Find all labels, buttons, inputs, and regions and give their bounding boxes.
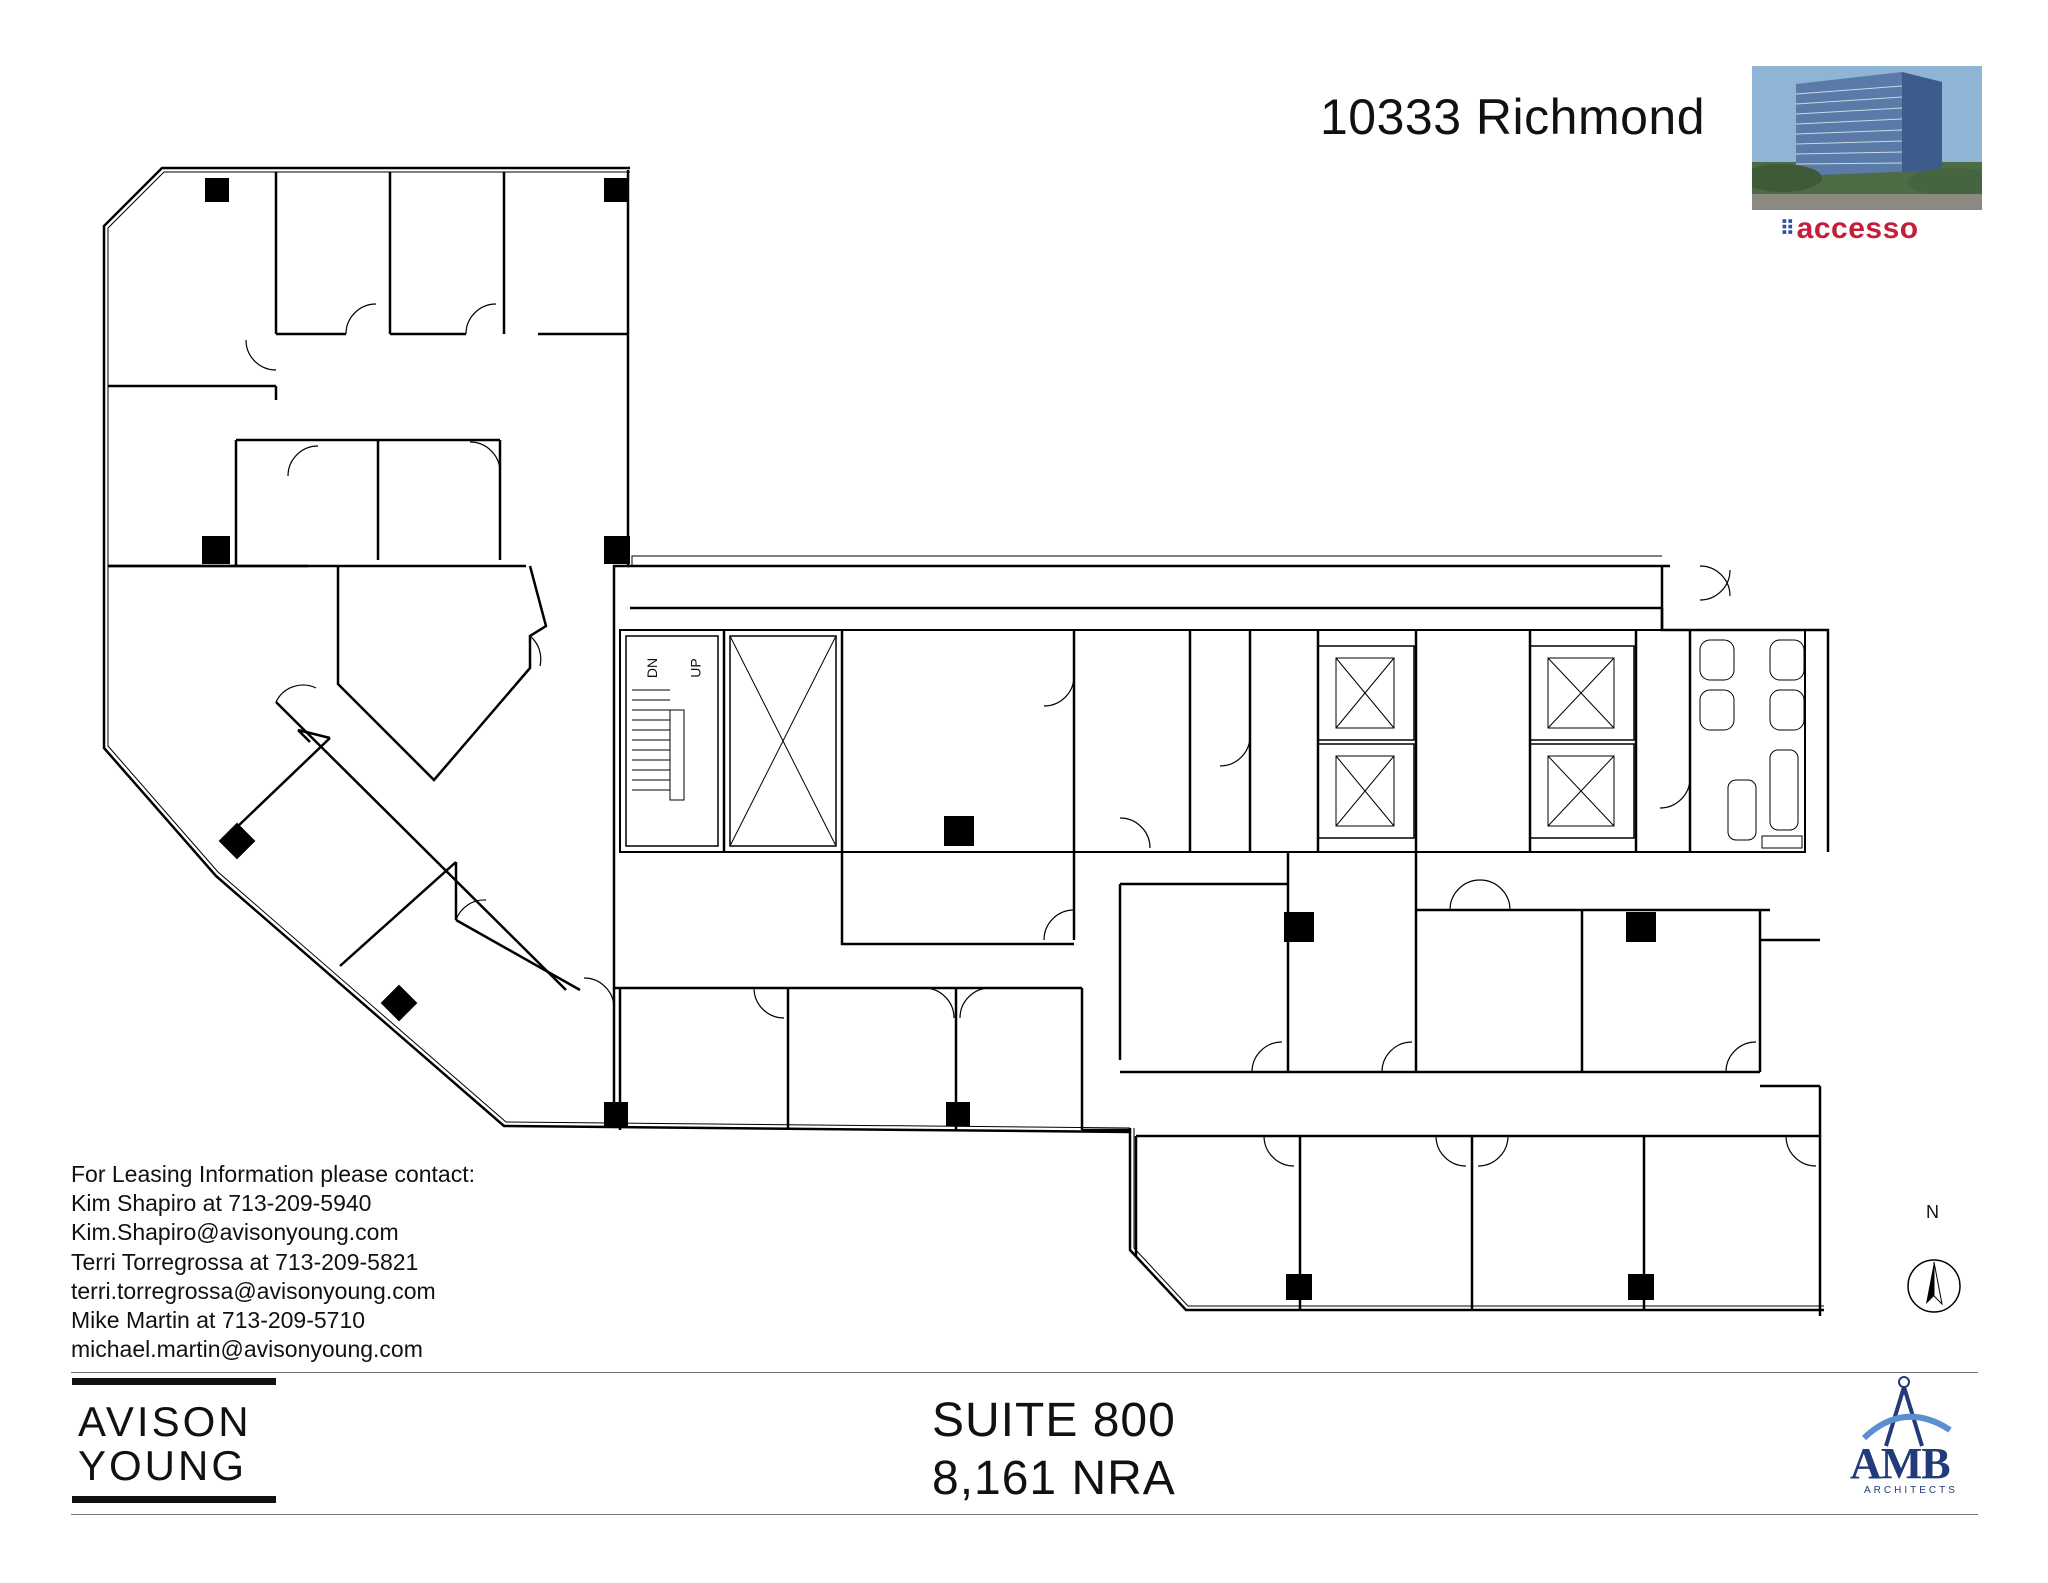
contact-line: Terri Torregrossa at 713-209-5821	[71, 1248, 419, 1275]
contact-line: Kim Shapiro at 713-209-5940	[71, 1190, 372, 1217]
logo-line-1: AVISON	[78, 1398, 252, 1445]
tenant-logo: ⠿accesso	[1780, 212, 1919, 246]
architect-logo: AMB ARCHITECTS	[1840, 1372, 1988, 1498]
architect-logo-sub: ARCHITECTS	[1864, 1485, 1958, 1496]
logo-line-2: YOUNG	[78, 1442, 248, 1489]
exterior-wall-west-inner	[107, 171, 1131, 1129]
corridor-wall	[612, 170, 630, 608]
contact-line: Mike Martin at 713-209-5710	[71, 1307, 366, 1334]
north-arrow-icon	[1904, 1256, 1964, 1316]
logo-bar-top	[72, 1378, 276, 1385]
logo-bar-bottom	[72, 1496, 276, 1503]
tenant-logo-text: accesso	[1796, 212, 1919, 245]
contact-heading: For Leasing Information please contact:	[71, 1161, 476, 1187]
suite-info: SUITE 800 8,161 NRA	[932, 1392, 1176, 1508]
dot-grid-icon: ⠿	[1780, 218, 1795, 240]
north-label: N	[1926, 1202, 1939, 1222]
building-name: 10333 Richmond	[1320, 89, 1706, 145]
footer-divider-top	[71, 1372, 1978, 1373]
contact-line: Kim.Shapiro@avisonyoung.com	[71, 1219, 399, 1246]
stair-down-label: DN	[644, 657, 661, 679]
stair-up-label: UP	[687, 658, 704, 678]
footer-divider-bottom	[71, 1514, 1978, 1515]
contact-line: terri.torregrossa@avisonyoung.com	[71, 1277, 436, 1304]
broker-logo: AVISON YOUNG	[72, 1378, 276, 1504]
leasing-contact: For Leasing Information please contact: …	[71, 1160, 475, 1364]
contact-line: michael.martin@avisonyoung.com	[71, 1336, 423, 1363]
suite-area: 8,161 NRA	[932, 1452, 1176, 1505]
architect-logo-text: AMB	[1850, 1439, 1951, 1488]
architect-emblem-icon	[1861, 1376, 1952, 1447]
building-photo	[1752, 66, 1982, 210]
exterior-wall-west	[102, 166, 1131, 1134]
suite-number: SUITE 800	[932, 1394, 1176, 1447]
